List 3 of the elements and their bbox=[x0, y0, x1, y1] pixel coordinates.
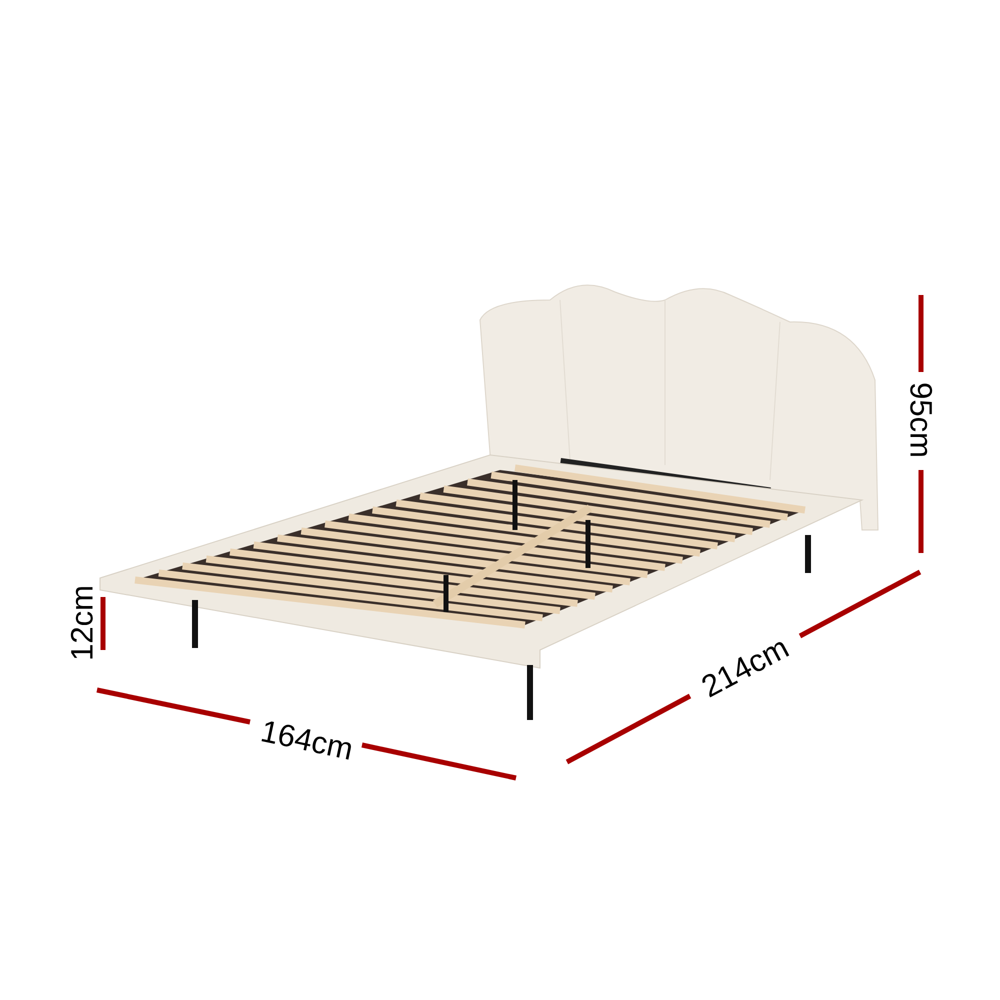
dimension-label: 95cm bbox=[906, 382, 936, 458]
dimension-label: 164cm bbox=[258, 715, 356, 765]
dimension-label: 12cm bbox=[66, 585, 98, 661]
